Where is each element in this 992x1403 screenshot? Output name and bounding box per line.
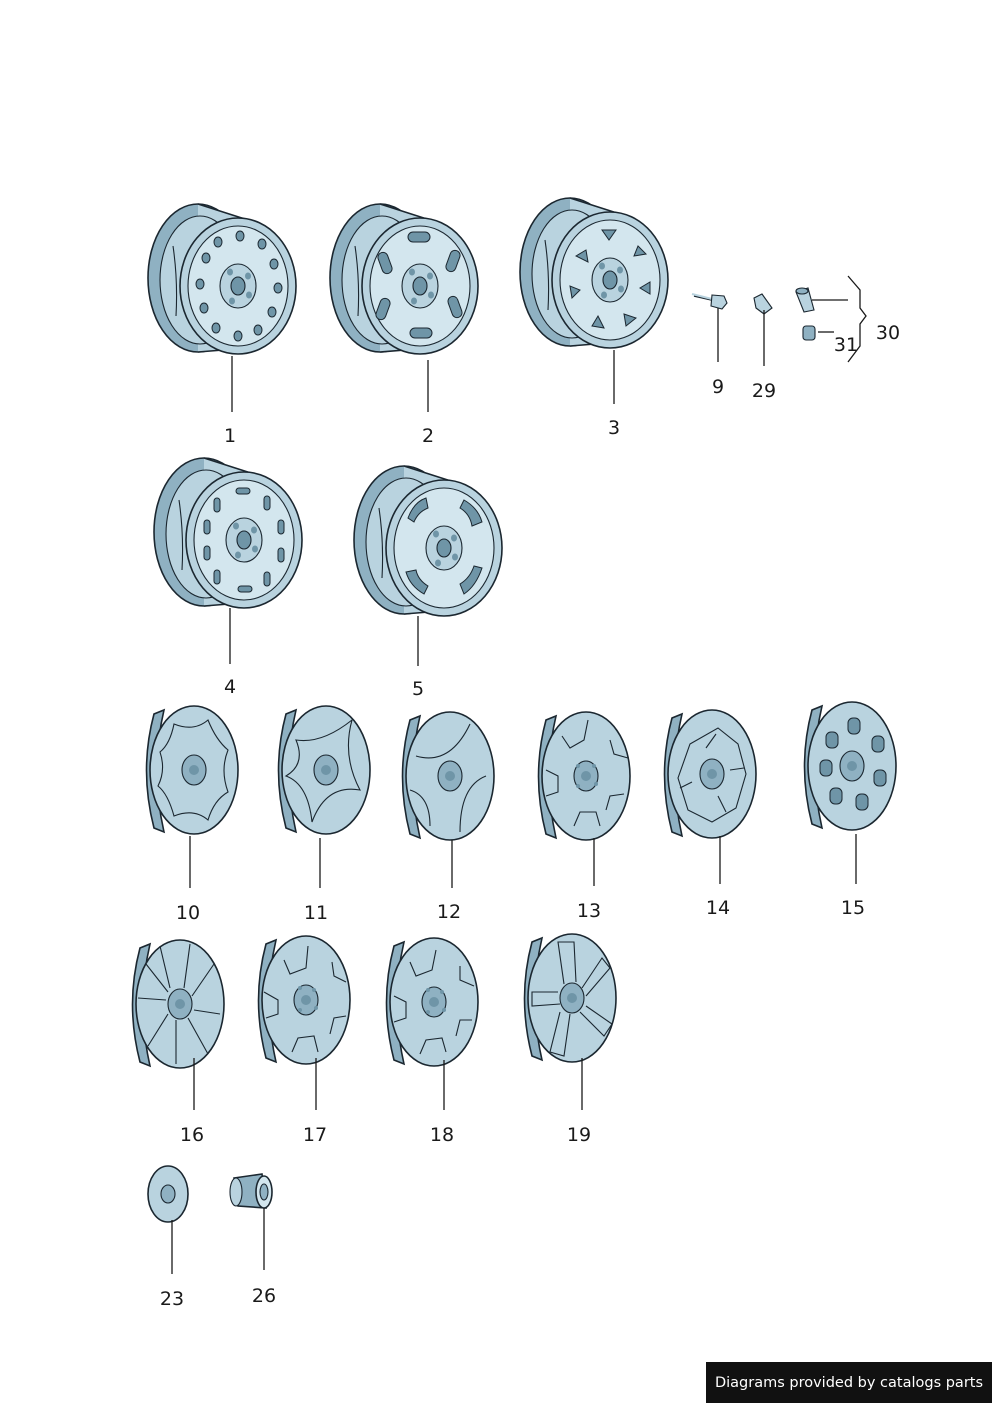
hub-cap-13 (537, 711, 631, 841)
hub-cap-17 (257, 935, 351, 1065)
callout-11: 11 (304, 902, 328, 924)
bracket-30 (847, 275, 867, 363)
hub-cap-14 (663, 709, 757, 839)
callout-17: 17 (303, 1124, 327, 1146)
wheel-bolt-9 (691, 293, 728, 310)
hub-cap-19 (523, 933, 617, 1063)
callout-26: 26 (252, 1285, 276, 1307)
callout-12: 12 (437, 901, 461, 923)
callout-9: 9 (712, 376, 724, 398)
callout-30: 30 (876, 322, 900, 344)
hub-cap-16 (131, 939, 225, 1069)
callout-14: 14 (706, 897, 730, 919)
callout-1: 1 (224, 425, 236, 447)
callout-18: 18 (430, 1124, 454, 1146)
callout-29: 29 (752, 380, 776, 402)
callout-31: 31 (834, 334, 858, 356)
callout-13: 13 (577, 900, 601, 922)
callout-2: 2 (422, 425, 434, 447)
steel-wheel-2 (329, 203, 479, 355)
hub-cap-11 (277, 705, 371, 835)
callout-15: 15 (841, 897, 865, 919)
steel-wheel-4 (153, 457, 303, 609)
center-cap-23 (147, 1165, 189, 1223)
attribution-banner: Diagrams provided by catalogs parts (706, 1362, 992, 1403)
steel-wheel-5 (353, 465, 503, 617)
callout-19: 19 (567, 1124, 591, 1146)
hub-cap-12 (401, 711, 495, 841)
callout-4: 4 (224, 676, 236, 698)
hub-cap-15 (803, 701, 897, 831)
hub-cap-10 (145, 705, 239, 835)
leader-lines (171, 299, 857, 1274)
callout-10: 10 (176, 902, 200, 924)
steel-wheel-3 (519, 197, 669, 349)
callout-16: 16 (180, 1124, 204, 1146)
balance-weight-29 (753, 293, 773, 315)
steel-wheel-1 (147, 203, 297, 355)
hub-cap-18 (385, 937, 479, 1067)
callout-23: 23 (160, 1288, 184, 1310)
valve-cap-31 (802, 325, 816, 341)
bolt-cap-26 (229, 1173, 273, 1209)
tyre-valve-30 (795, 287, 815, 313)
callout-5: 5 (412, 678, 424, 700)
callout-3: 3 (608, 417, 620, 439)
